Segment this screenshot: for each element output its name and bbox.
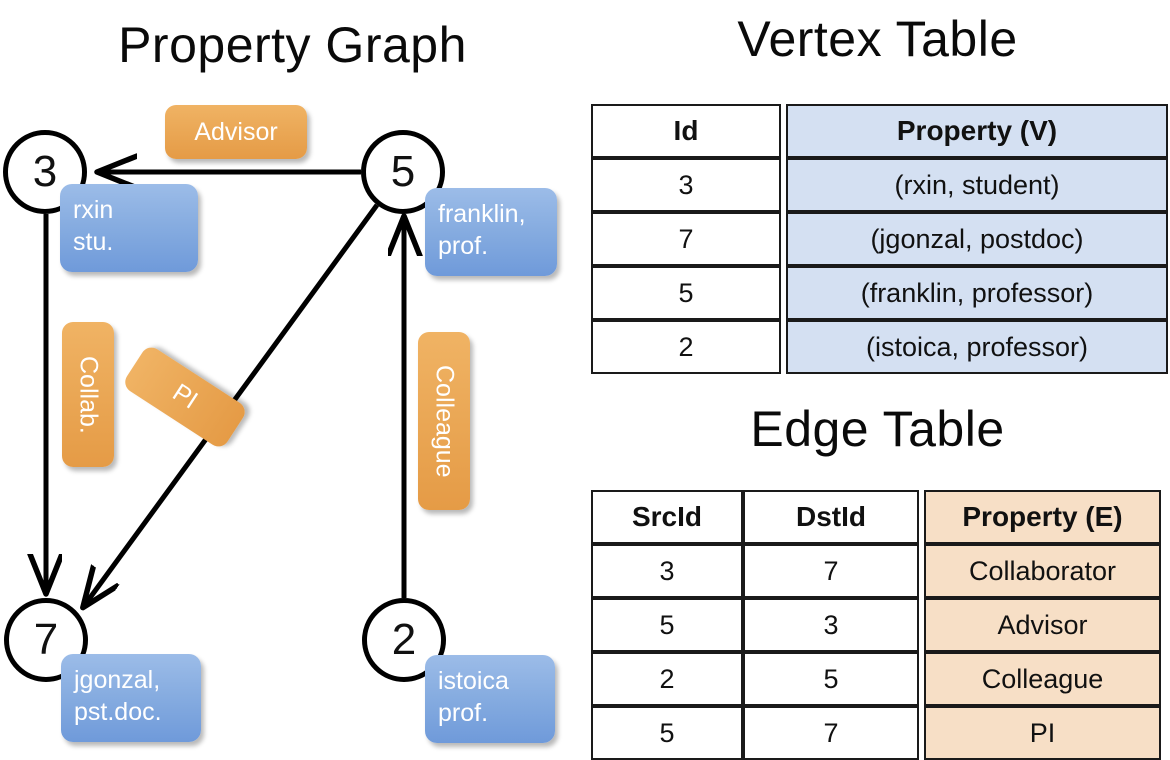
graph-edge-label-advisor[interactable]: Advisor xyxy=(165,105,307,159)
table-row[interactable]: 3 7 Collaborator xyxy=(591,544,1161,598)
graph-edge-label-advisor-text: Advisor xyxy=(194,117,278,146)
graph-edge-label-colleague[interactable]: Colleague xyxy=(418,332,470,510)
graph-vertex-7-label: 7 xyxy=(33,615,59,664)
graph-edge-label-pi-text: PI xyxy=(167,378,203,415)
graph-edge-label-collab[interactable]: Collab. xyxy=(62,322,114,467)
table-row[interactable]: 3 (rxin, student) xyxy=(591,158,1168,212)
edge-table-cell-srcid: 5 xyxy=(591,706,743,760)
graph-vertex-property-franklin-line2: prof. xyxy=(438,232,489,260)
graph-vertex-2[interactable]: 2 xyxy=(362,598,446,682)
graph-vertex-property-istoica-line2: prof. xyxy=(438,699,489,727)
vertex-table-column-gap xyxy=(781,212,786,266)
vertex-table-cell-property: (rxin, student) xyxy=(786,158,1168,212)
vertex-table-cell-id: 3 xyxy=(591,158,781,212)
graph-vertex-5-label: 5 xyxy=(390,147,416,196)
graph-vertex-3-label: 3 xyxy=(32,147,58,196)
graph-vertex-property-istoica[interactable]: istoica prof. xyxy=(425,655,555,743)
vertex-table-cell-id: 7 xyxy=(591,212,781,266)
edge-table-column-gap xyxy=(919,490,924,544)
graph-vertex-property-istoica-line1: istoica xyxy=(438,667,509,695)
edge-table-cell-srcid: 2 xyxy=(591,652,743,706)
edge-table: SrcId DstId Property (E) 3 7 Collaborato… xyxy=(591,490,1161,760)
graph-vertex-5[interactable]: 5 xyxy=(361,130,445,214)
graph-vertex-property-franklin-line1: franklin, xyxy=(438,200,526,228)
edge-table-column-gap xyxy=(919,544,924,598)
vertex-table-column-gap xyxy=(781,320,786,374)
vertex-table-header-id: Id xyxy=(591,104,781,158)
edge-table-cell-property: Advisor xyxy=(924,598,1161,652)
edge-table-cell-dstid: 7 xyxy=(743,544,919,598)
edge-table-header-srcid: SrcId xyxy=(591,490,743,544)
vertex-table-column-gap xyxy=(781,266,786,320)
graph-vertex-property-rxin-line2: stu. xyxy=(73,228,114,256)
graph-vertex-property-jgonzal-line1: jgonzal, xyxy=(74,666,161,694)
graph-edge-label-colleague-text: Colleague xyxy=(430,364,459,478)
vertex-table-cell-id: 2 xyxy=(591,320,781,374)
edge-table-cell-srcid: 5 xyxy=(591,598,743,652)
page-title-vertex-table: Vertex Table xyxy=(737,11,1018,67)
vertex-table-column-gap xyxy=(781,158,786,212)
table-row[interactable]: 2 (istoica, professor) xyxy=(591,320,1168,374)
edge-table-column-gap xyxy=(919,652,924,706)
vertex-table-column-gap xyxy=(781,104,786,158)
table-row[interactable]: 5 7 PI xyxy=(591,706,1161,760)
edge-table-cell-srcid: 3 xyxy=(591,544,743,598)
edge-table-cell-property: Colleague xyxy=(924,652,1161,706)
edge-table-cell-dstid: 7 xyxy=(743,706,919,760)
edge-table-cell-dstid: 5 xyxy=(743,652,919,706)
graph-vertex-property-jgonzal[interactable]: jgonzal, pst.doc. xyxy=(61,654,201,742)
edge-table-header-property: Property (E) xyxy=(924,490,1161,544)
edge-table-header-row: SrcId DstId Property (E) xyxy=(591,490,1161,544)
graph-vertex-property-jgonzal-line2: pst.doc. xyxy=(74,698,162,726)
edge-table-header-dstid: DstId xyxy=(743,490,919,544)
table-row[interactable]: 5 (franklin, professor) xyxy=(591,266,1168,320)
edge-table-cell-dstid: 3 xyxy=(743,598,919,652)
page-title-property-graph: Property Graph xyxy=(118,17,467,73)
vertex-table-header-row: Id Property (V) xyxy=(591,104,1168,158)
vertex-table-cell-property: (istoica, professor) xyxy=(786,320,1168,374)
graph-vertex-property-rxin-line1: rxin xyxy=(73,196,114,224)
edge-table-column-gap xyxy=(919,598,924,652)
table-row[interactable]: 5 3 Advisor xyxy=(591,598,1161,652)
edge-table-column-gap xyxy=(919,706,924,760)
property-graph-diagram: 3 5 7 2 rxin stu. franklin, prof. jgonza… xyxy=(3,105,557,743)
table-row[interactable]: 7 (jgonzal, postdoc) xyxy=(591,212,1168,266)
page-title-edge-table: Edge Table xyxy=(750,401,1005,457)
graph-vertex-2-label: 2 xyxy=(391,615,417,664)
vertex-table-header-property: Property (V) xyxy=(786,104,1168,158)
graph-vertex-property-rxin[interactable]: rxin stu. xyxy=(60,184,198,272)
edge-table-cell-property: Collaborator xyxy=(924,544,1161,598)
vertex-table: Id Property (V) 3 (rxin, student) 7 (jgo… xyxy=(591,104,1168,374)
edge-table-cell-property: PI xyxy=(924,706,1161,760)
vertex-table-cell-property: (jgonzal, postdoc) xyxy=(786,212,1168,266)
table-row[interactable]: 2 5 Colleague xyxy=(591,652,1161,706)
graph-edge-label-collab-text: Collab. xyxy=(74,355,103,434)
graph-vertex-property-franklin[interactable]: franklin, prof. xyxy=(425,188,557,276)
vertex-table-cell-id: 5 xyxy=(591,266,781,320)
vertex-table-cell-property: (franklin, professor) xyxy=(786,266,1168,320)
